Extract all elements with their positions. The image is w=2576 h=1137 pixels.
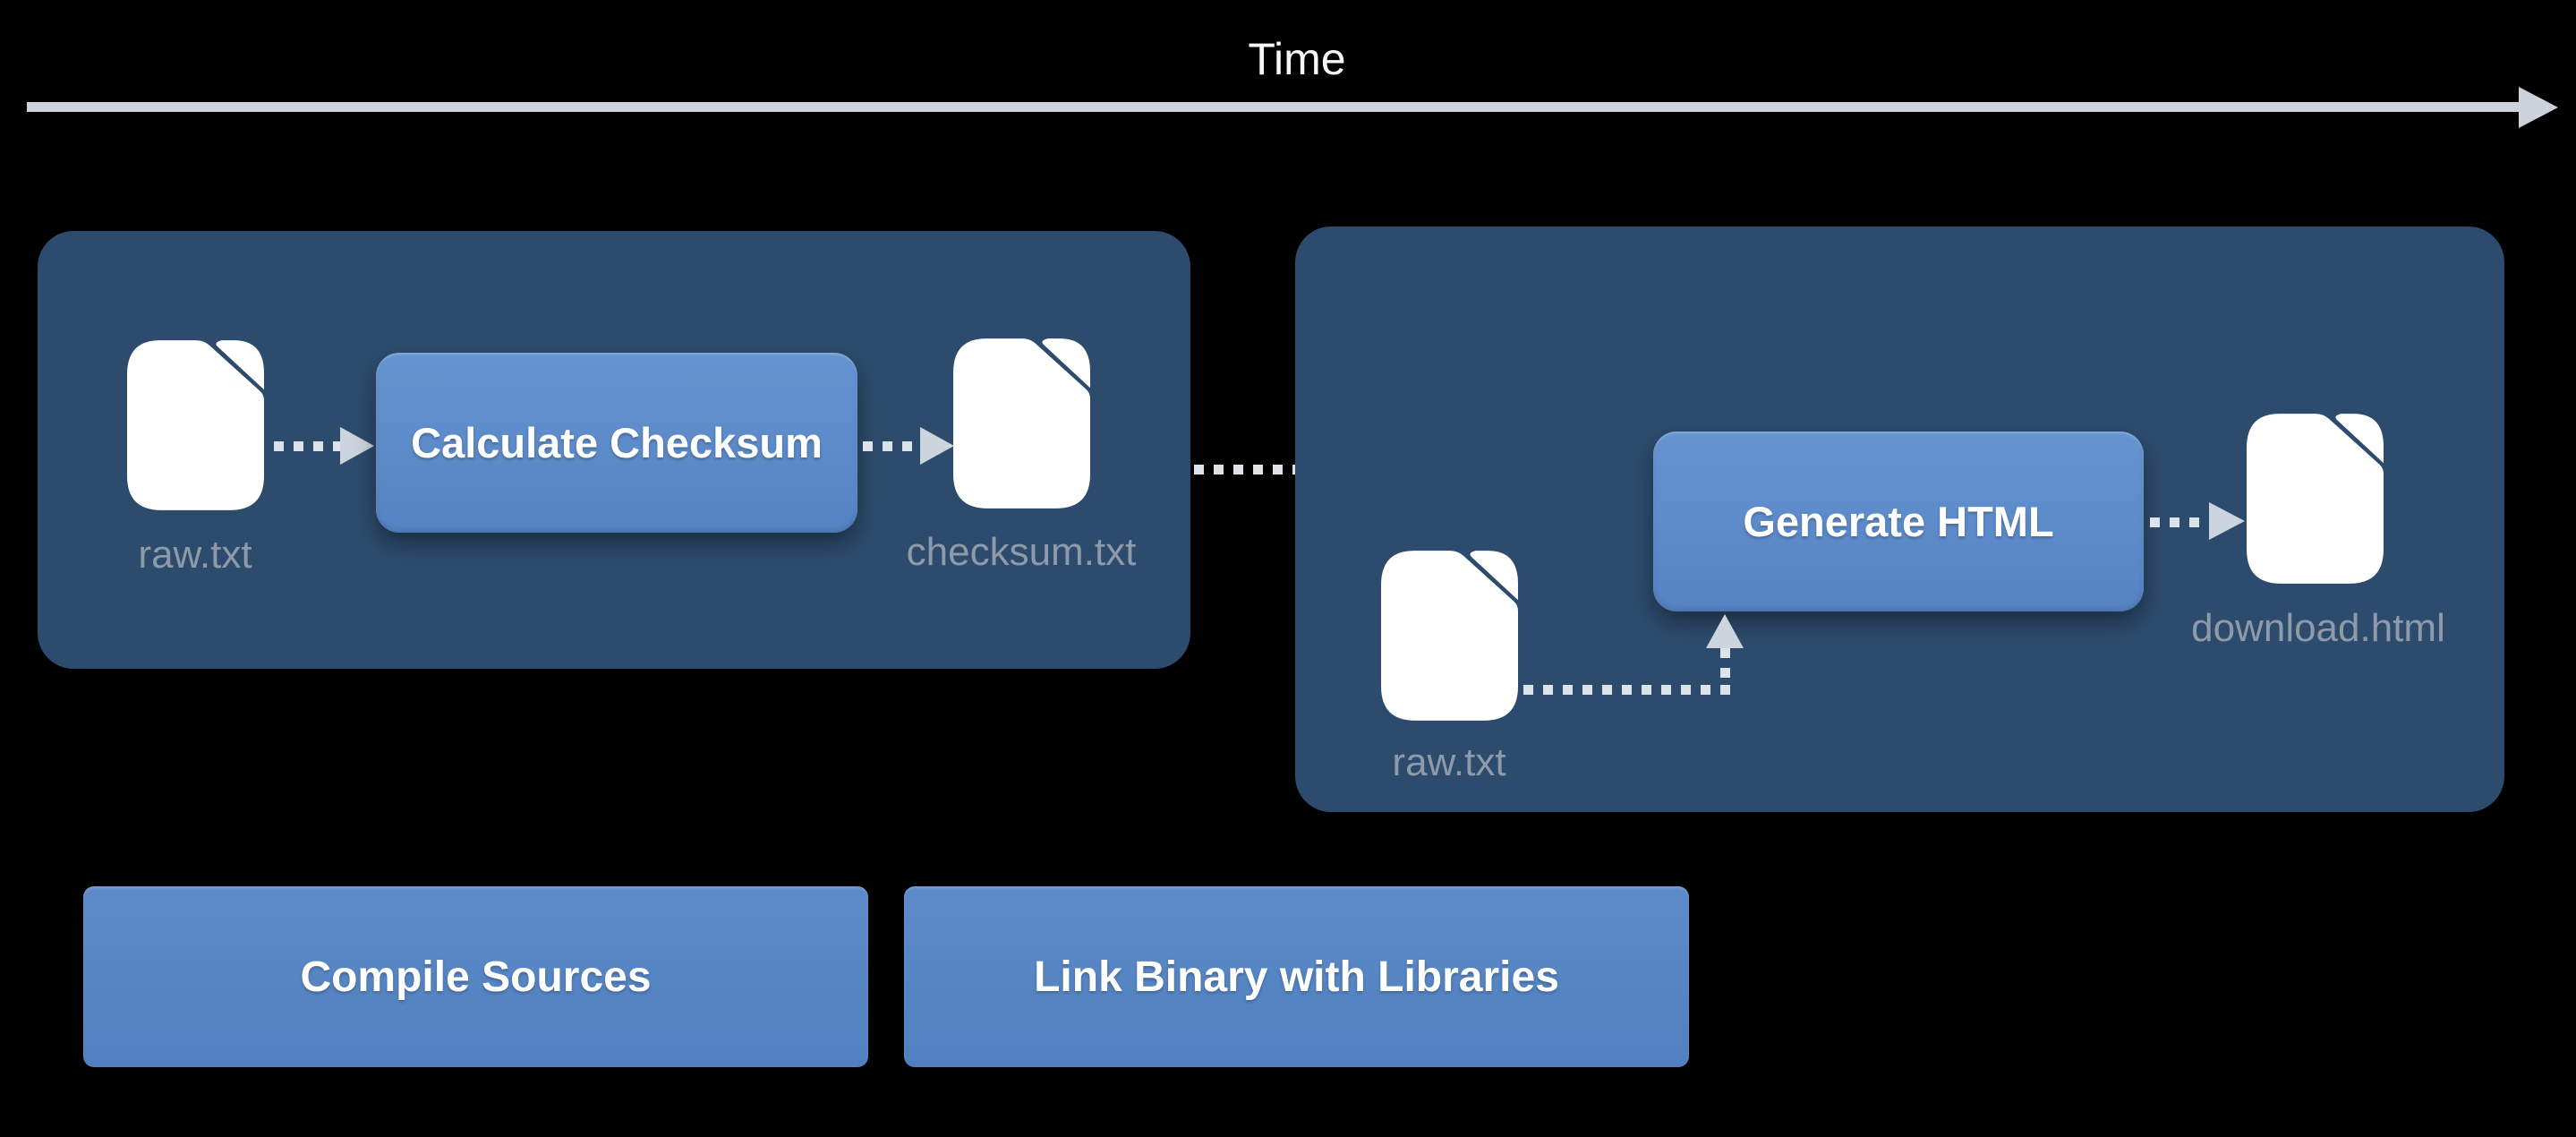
connector-arrowhead-icon xyxy=(920,427,954,465)
connector-arrowhead-up-icon xyxy=(1706,614,1744,648)
document-icon-raw-txt xyxy=(127,340,264,510)
dotted-connector-calculate-to-checksum xyxy=(863,441,920,451)
file-label-raw-txt: raw.txt xyxy=(1392,740,1506,784)
document-icon-raw-txt xyxy=(1381,551,1518,721)
time-axis-arrowhead-icon xyxy=(2519,87,2558,128)
dotted-connector-raw-to-generate xyxy=(1720,648,1730,688)
dotted-connector-generate-to-download xyxy=(2150,517,2209,527)
connector-arrowhead-icon xyxy=(340,427,374,465)
file-label-checksum-txt: checksum.txt xyxy=(906,530,1137,574)
document-icon-checksum-txt xyxy=(953,338,1090,509)
task-node-calculate-checksum: Calculate Checksum xyxy=(376,353,857,533)
document-icon-download-html xyxy=(2247,414,2384,584)
connector-arrowhead-icon xyxy=(2209,502,2245,540)
file-label-download-html: download.html xyxy=(2191,606,2445,650)
time-axis-label: Time xyxy=(1248,34,1346,84)
file-label-raw-txt: raw.txt xyxy=(138,533,252,577)
dotted-connector-raw-to-generate xyxy=(1523,685,1730,695)
task-node-generate-html: Generate HTML xyxy=(1653,432,2144,611)
dotted-connector-raw-to-calculate xyxy=(274,441,340,451)
time-axis-line xyxy=(27,102,2522,112)
phase-node-compile-sources: Compile Sources xyxy=(83,886,868,1067)
phase-node-link-binary-with-libraries: Link Binary with Libraries xyxy=(904,886,1689,1067)
